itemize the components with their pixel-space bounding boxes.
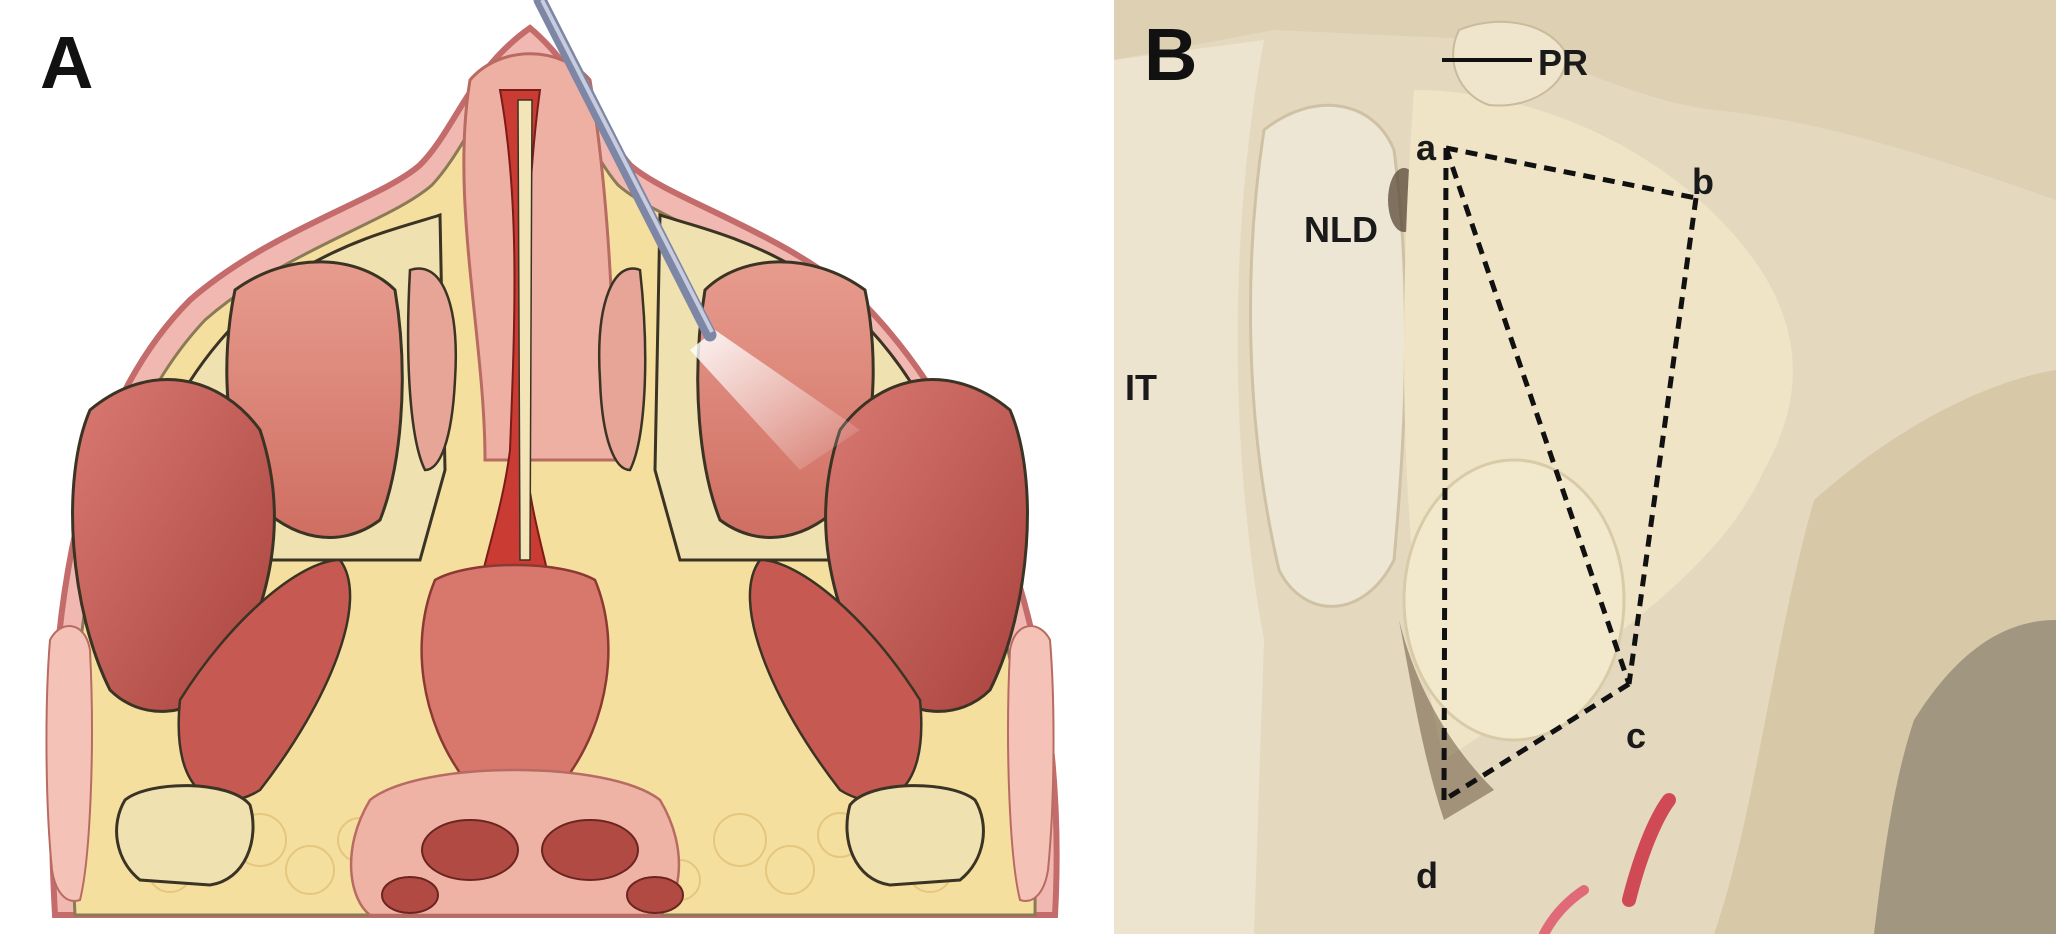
nasopharynx [420, 563, 610, 782]
label-it: IT [1125, 367, 1157, 408]
left-mandible [115, 784, 255, 887]
lower-bulge [1402, 458, 1626, 742]
label-point-a: a [1416, 127, 1437, 168]
diagonal-a-c [1443, 147, 1632, 685]
anatomy-illustration [45, 0, 1060, 918]
panel-b-photograph: B PR NLD IT a b c d [1114, 0, 2056, 934]
edge-d-a [1441, 147, 1449, 801]
panel-label-b: B [1144, 13, 1198, 96]
label-point-b: b [1692, 161, 1714, 202]
inferior-turbinate-region [1114, 40, 1264, 934]
deep-dark-right [1874, 620, 2056, 934]
edge-c-d [1442, 681, 1631, 803]
septum [517, 99, 533, 561]
label-pr: PR [1538, 42, 1589, 83]
process-region [1452, 20, 1567, 107]
label-nld: NLD [1304, 209, 1378, 250]
edge-a-b [1445, 145, 1697, 201]
label-point-d: d [1416, 855, 1438, 896]
edge-b-c [1626, 197, 1699, 685]
endoscope-light-beam [690, 330, 860, 470]
right-turbinate [598, 267, 647, 472]
nasolacrimal-ridge [1249, 103, 1408, 608]
right-parotid [1007, 625, 1055, 902]
dissection-photo [1114, 0, 2056, 934]
endoscope [533, 0, 717, 342]
panel-a-illustration: A [40, 0, 1060, 918]
dark-cavity [1399, 620, 1494, 820]
label-point-c: c [1626, 715, 1647, 756]
upper-tissue [1114, 0, 2056, 200]
dashed-outline [1441, 145, 1699, 803]
left-parotid [45, 625, 93, 902]
right-mandible [845, 784, 985, 887]
left-turbinate [406, 267, 457, 472]
pharynx-muscles [381, 819, 684, 914]
vessel [1622, 793, 1676, 907]
panel-label-a: A [40, 21, 94, 104]
